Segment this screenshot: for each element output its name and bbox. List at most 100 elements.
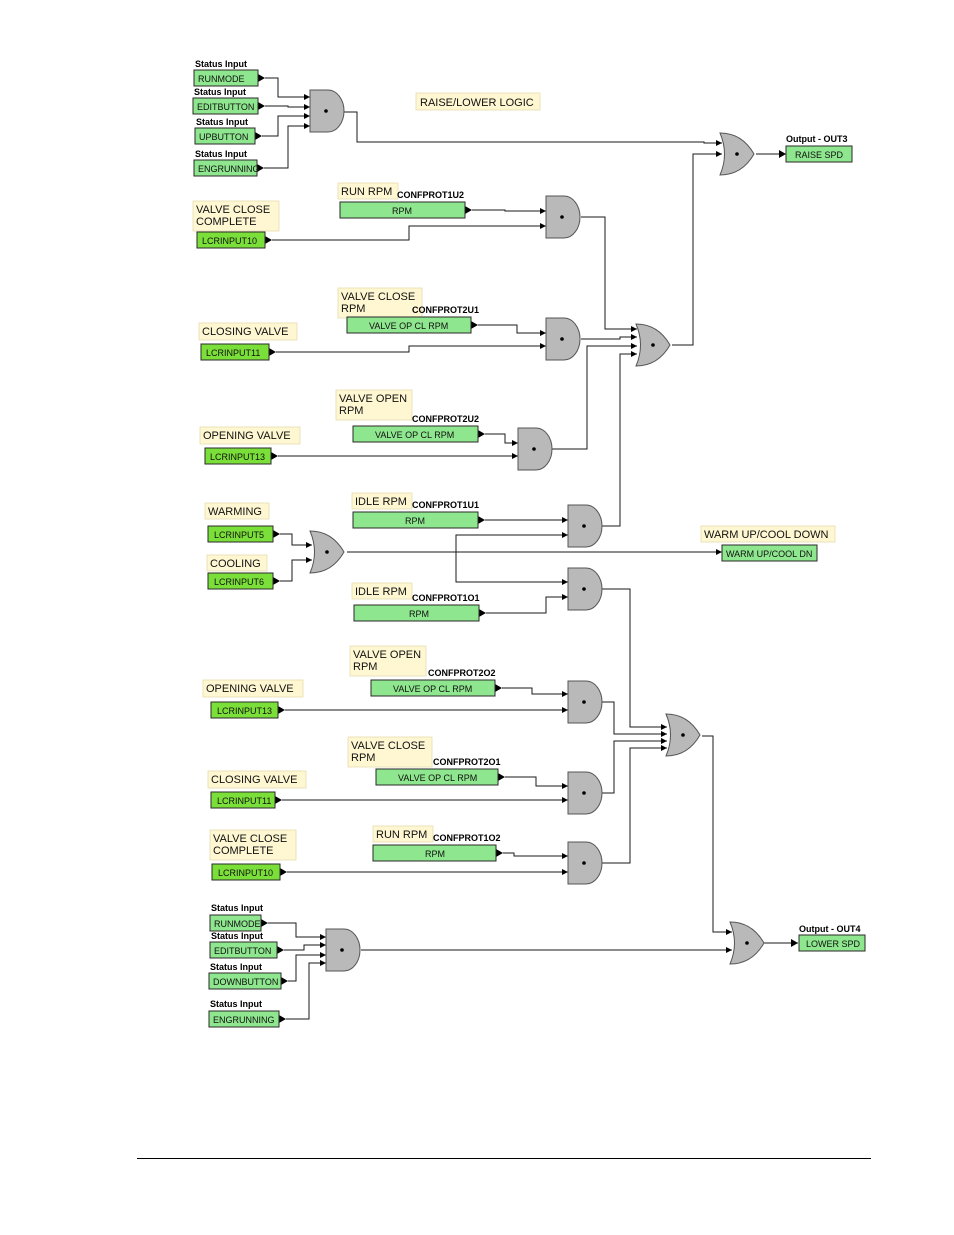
svg-text:VALVE OP CL RPM: VALVE OP CL RPM — [398, 773, 477, 783]
status-input-header: Status Input — [195, 149, 247, 159]
arrowheads — [255, 74, 798, 1023]
and-gate-5 — [567, 567, 603, 611]
note-run-rpm-1: RUN RPM — [337, 182, 399, 200]
note-cooling: COOLING — [206, 554, 268, 572]
rpm-block — [372, 844, 497, 862]
svg-text:LCRINPUT11: LCRINPUT11 — [206, 348, 260, 358]
or-gate-warm — [309, 530, 345, 574]
svg-text:LCRINPUT11: LCRINPUT11 — [217, 796, 271, 806]
svg-text:CONFPROT1U1: CONFPROT1U1 — [412, 500, 479, 510]
editbutton-block — [209, 941, 278, 959]
status-input-header: Status Input — [211, 931, 263, 941]
svg-text:CONFPROT1O1: CONFPROT1O1 — [412, 593, 480, 603]
svg-text:VALVE OPEN: VALVE OPEN — [353, 649, 421, 661]
svg-text:LCRINPUT10: LCRINPUT10 — [218, 868, 273, 878]
lcrinput13-block — [204, 447, 272, 465]
protection-blocks: CONFPROT1U2 RPM CONFPROT2U1 VALVE OP CL … — [339, 190, 501, 862]
svg-text:CONFPROT2O2: CONFPROT2O2 — [428, 668, 496, 678]
svg-text:RAISE/LOWER LOGIC: RAISE/LOWER LOGIC — [420, 97, 534, 109]
note-closing-valve-1: CLOSING VALVE — [198, 322, 298, 341]
engrunning-block — [193, 159, 258, 177]
svg-text:RUNMODE: RUNMODE — [214, 919, 261, 929]
note-valve-close-complete-1: VALVE CLOSE COMPLETE — [192, 200, 280, 232]
status-input-header: Status Input — [196, 117, 248, 127]
svg-text:EDITBUTTON: EDITBUTTON — [197, 102, 254, 112]
upbutton-block — [194, 127, 256, 145]
svg-text:LOWER SPD: LOWER SPD — [806, 939, 861, 949]
svg-text:RPM: RPM — [353, 661, 377, 673]
status-input-header: Status Input — [211, 903, 263, 913]
raise-spd-block — [785, 145, 853, 163]
note-warm-up-cool-down: WARM UP/COOL DOWN — [700, 525, 836, 543]
svg-text:COMPLETE: COMPLETE — [213, 845, 274, 857]
svg-text:ENGRUNNING: ENGRUNNING — [213, 1015, 275, 1025]
lcrinput5-block — [207, 525, 274, 543]
note-idle-rpm-2: IDLE RPM — [351, 582, 413, 600]
svg-text:CLOSING VALVE: CLOSING VALVE — [211, 774, 297, 786]
and-gate-bottom — [325, 928, 361, 972]
svg-text:IDLE RPM: IDLE RPM — [355, 586, 407, 598]
status-input-header: Status Input — [194, 87, 246, 97]
svg-text:CONFPROT2U1: CONFPROT2U1 — [412, 305, 479, 315]
out3-header: Output - OUT3 — [786, 134, 848, 144]
out4-header: Output - OUT4 — [799, 924, 861, 934]
note-opening-valve-2: OPENING VALVE — [202, 679, 304, 698]
and-gate-2 — [545, 317, 581, 361]
and-gate-7 — [567, 771, 603, 815]
valve-op-cl-rpm-block — [352, 425, 479, 443]
and-gate-6 — [567, 680, 603, 724]
wires — [262, 77, 798, 1020]
notes: RAISE/LOWER LOGIC RUN RPM VALVE CLOSE CO… — [192, 92, 836, 861]
or-gate-3 — [665, 713, 701, 757]
status-input-header: Status Input — [210, 962, 262, 972]
svg-text:WARM UP/COOL DN: WARM UP/COOL DN — [726, 549, 812, 559]
svg-text:RAISE SPD: RAISE SPD — [795, 150, 844, 160]
note-valve-close-complete-2: VALVE CLOSE COMPLETE — [209, 829, 297, 861]
note-valve-open-rpm-2: VALVE OPEN RPM — [349, 645, 427, 677]
rpm-block — [352, 511, 479, 529]
lcrinput13-block — [210, 701, 279, 719]
lower-spd-block — [798, 934, 866, 952]
svg-text:COMPLETE: COMPLETE — [196, 216, 257, 228]
svg-text:OPENING VALVE: OPENING VALVE — [203, 430, 291, 442]
valve-op-cl-rpm-block — [375, 768, 499, 786]
svg-text:ENGRUNNING: ENGRUNNING — [198, 164, 260, 174]
svg-text:VALVE CLOSE: VALVE CLOSE — [196, 204, 270, 216]
svg-text:COOLING: COOLING — [210, 558, 261, 570]
editbutton-block — [192, 97, 259, 115]
svg-text:VALVE OP CL RPM: VALVE OP CL RPM — [369, 321, 448, 331]
svg-text:RPM: RPM — [351, 752, 375, 764]
svg-text:VALVE CLOSE: VALVE CLOSE — [351, 740, 425, 752]
svg-text:LCRINPUT10: LCRINPUT10 — [202, 236, 257, 246]
runmode-block — [193, 69, 259, 87]
note-valve-open-rpm-1: VALVE OPEN RPM — [335, 389, 413, 421]
svg-text:RPM: RPM — [409, 609, 429, 619]
svg-text:LCRINPUT5: LCRINPUT5 — [214, 530, 264, 540]
svg-text:RUN RPM: RUN RPM — [341, 186, 392, 198]
lcrinput6-block — [207, 572, 274, 590]
note-closing-valve-2: CLOSING VALVE — [207, 770, 307, 789]
svg-text:RPM: RPM — [339, 405, 363, 417]
status-input-header: Status Input — [210, 999, 262, 1009]
svg-text:VALVE OPEN: VALVE OPEN — [339, 393, 407, 405]
svg-text:CLOSING VALVE: CLOSING VALVE — [202, 326, 288, 338]
svg-text:WARMING: WARMING — [208, 506, 262, 518]
svg-text:WARM UP/COOL DOWN: WARM UP/COOL DOWN — [704, 529, 829, 541]
and-gate-8 — [567, 841, 603, 885]
valve-op-cl-rpm-block — [370, 679, 496, 697]
svg-text:VALVE OP CL RPM: VALVE OP CL RPM — [375, 430, 454, 440]
svg-text:RUNMODE: RUNMODE — [198, 74, 245, 84]
downbutton-block — [208, 972, 282, 990]
svg-text:CONFPROT1U2: CONFPROT1U2 — [397, 190, 464, 200]
svg-text:CONFPROT2O1: CONFPROT2O1 — [433, 757, 501, 767]
input-blocks: Status Input RUNMODE Status Input EDITBU… — [192, 59, 282, 1028]
footer-rule — [137, 1158, 871, 1159]
svg-text:VALVE CLOSE: VALVE CLOSE — [341, 291, 415, 303]
and-gate-4 — [567, 504, 603, 548]
rpm-block — [339, 201, 466, 219]
svg-text:RPM: RPM — [405, 516, 425, 526]
and-gate-3 — [517, 427, 553, 471]
svg-text:VALVE OP CL RPM: VALVE OP CL RPM — [393, 684, 472, 694]
svg-text:RPM: RPM — [392, 206, 412, 216]
